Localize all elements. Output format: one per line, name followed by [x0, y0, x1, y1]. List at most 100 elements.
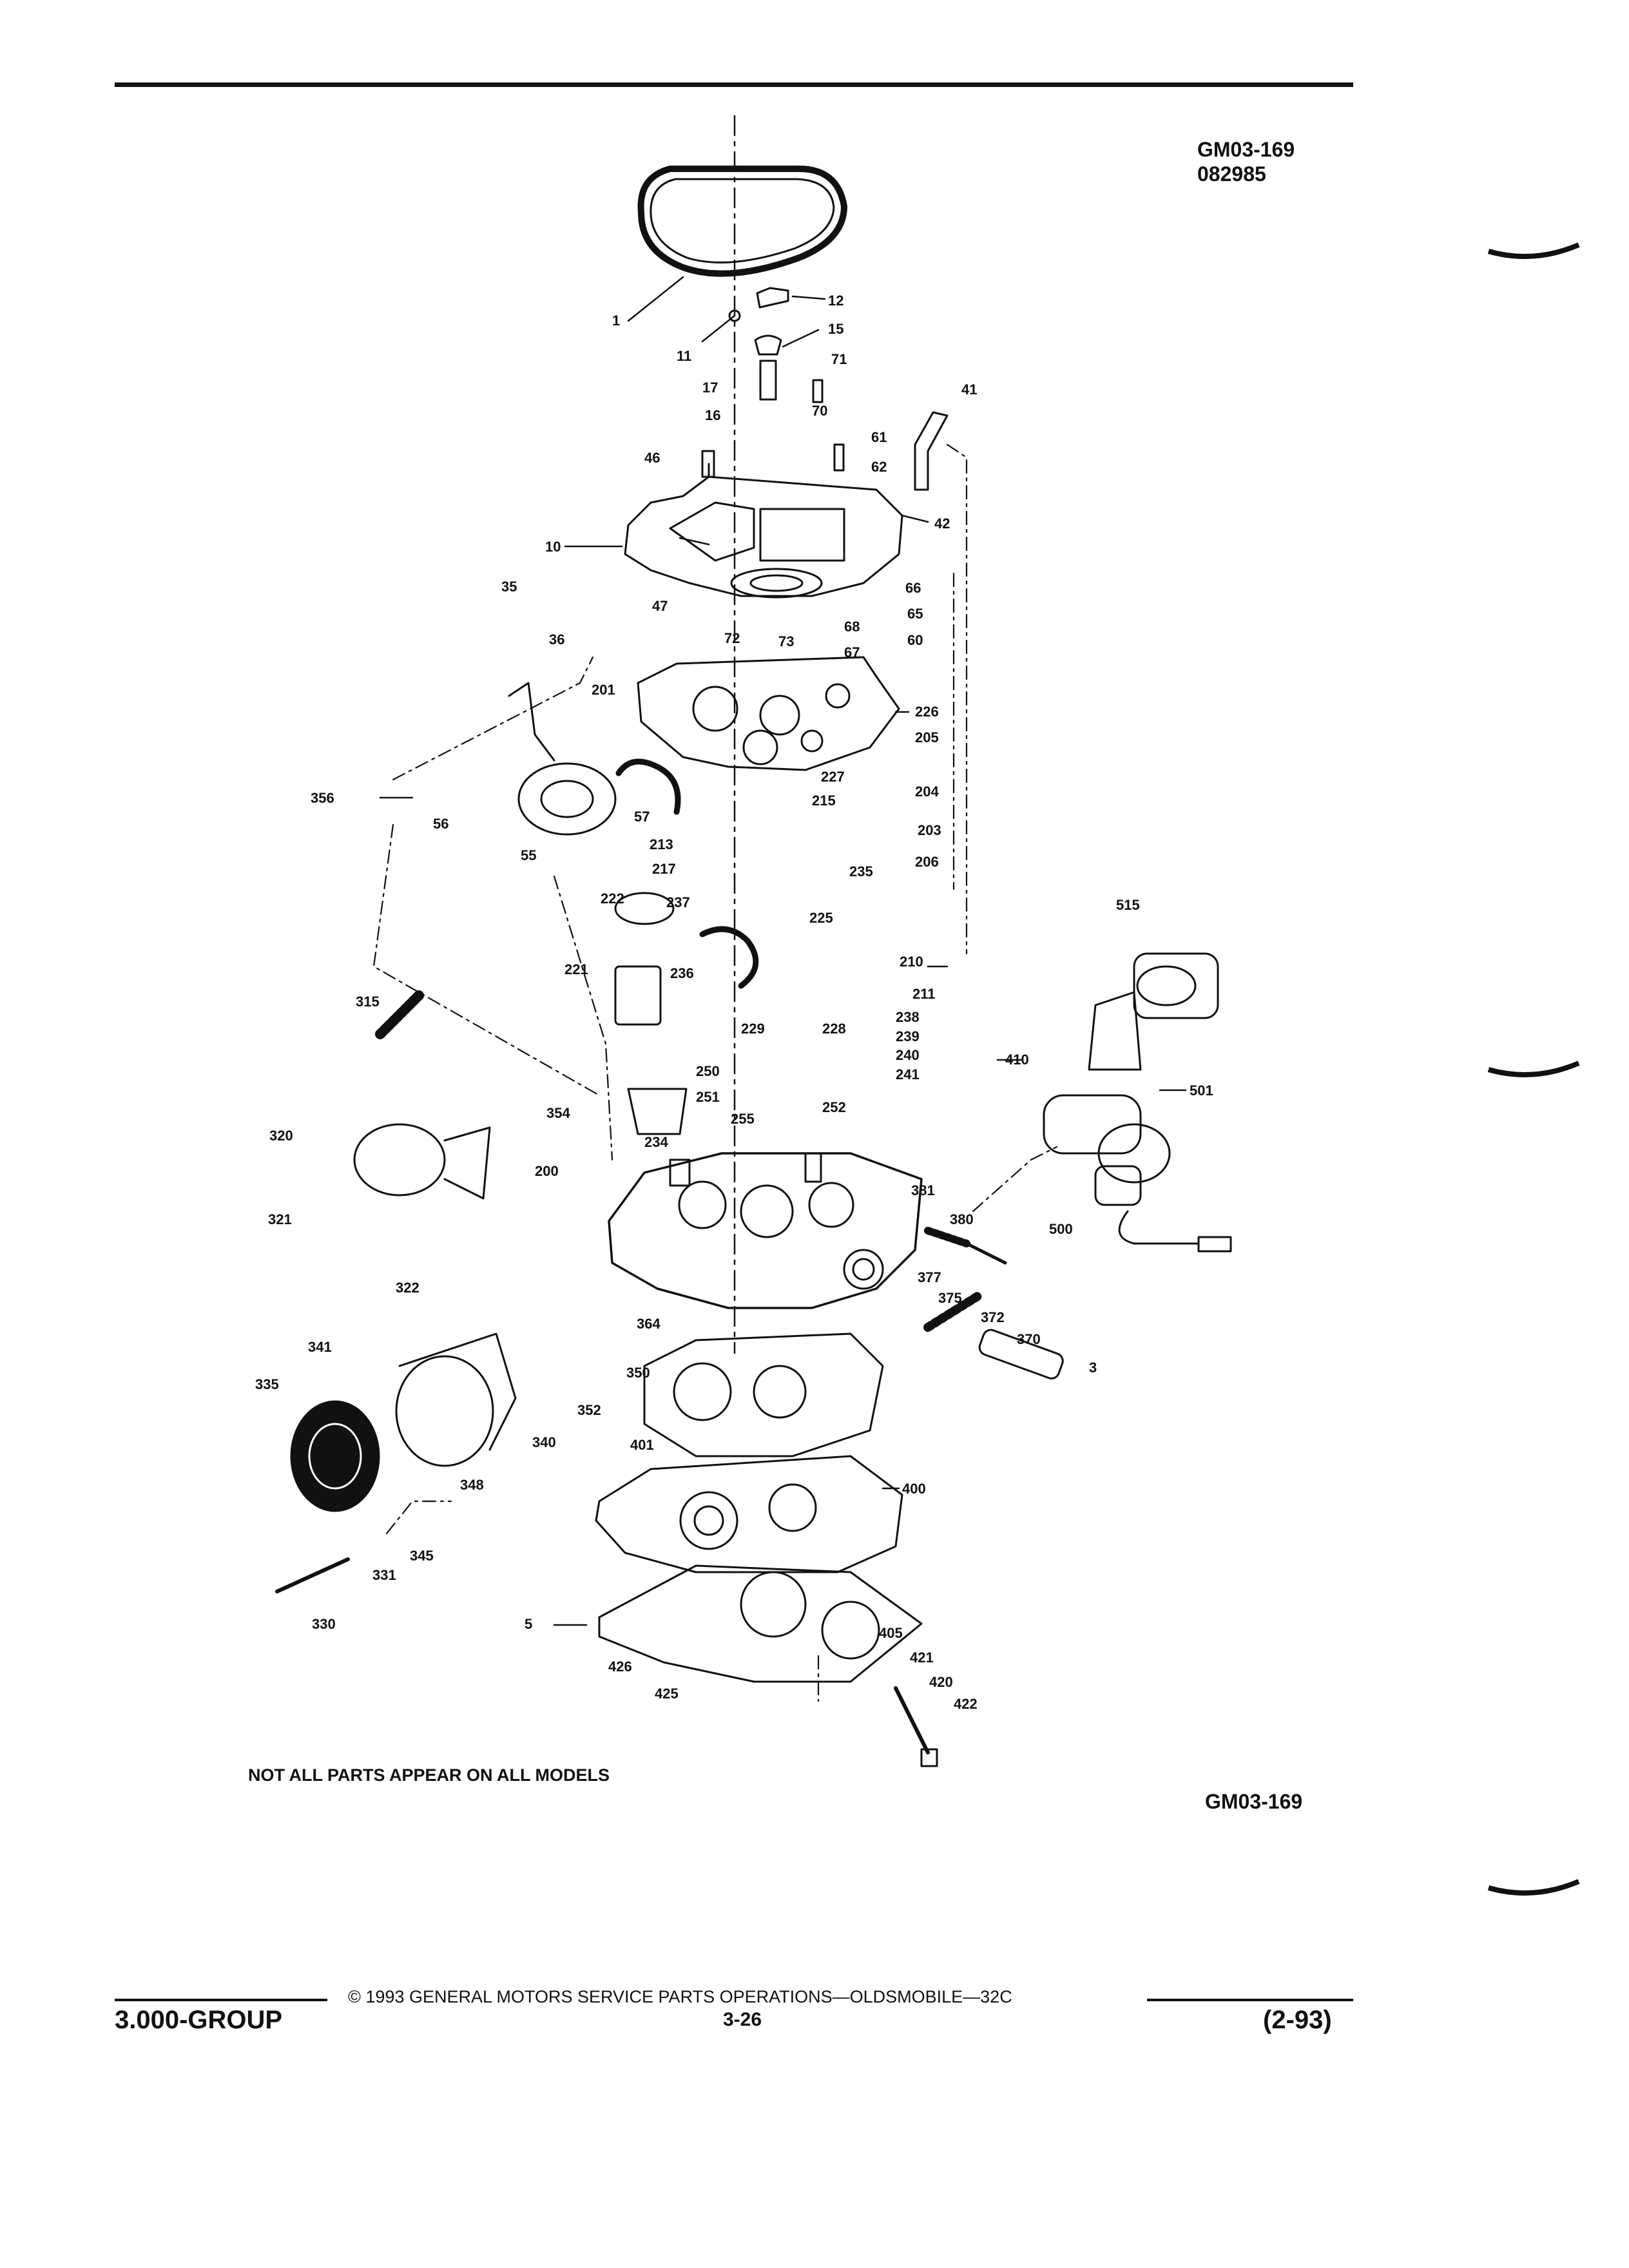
scan-mark-icon [1487, 1879, 1580, 1896]
callout-label: 410 [1005, 1052, 1029, 1068]
callout-label: 62 [871, 459, 887, 475]
callout-label: 61 [871, 429, 887, 445]
callout-label: 335 [255, 1376, 279, 1392]
callout-label: 65 [907, 606, 923, 622]
figure-date-code: 082985 [1197, 162, 1266, 186]
callout-label: 341 [308, 1339, 332, 1355]
callout-label: 17 [702, 380, 718, 396]
callout-label: 70 [812, 403, 827, 419]
callout-label: 322 [396, 1280, 419, 1296]
footer-rule-right [1147, 1999, 1353, 2001]
callout-label: 16 [705, 407, 720, 423]
models-footnote: NOT ALL PARTS APPEAR ON ALL MODELS [248, 1765, 610, 1785]
callout-label: 234 [644, 1134, 668, 1150]
callout-label: 215 [812, 793, 836, 809]
callout-label: 515 [1116, 897, 1140, 913]
callout-label: 36 [549, 631, 564, 648]
callout-label: 226 [915, 704, 939, 720]
callout-label: 12 [828, 293, 843, 309]
callout-label: 400 [902, 1481, 926, 1497]
figure-code: GM03-169 [1197, 138, 1295, 161]
callout-label: 66 [905, 580, 921, 596]
callout-label: 210 [900, 954, 923, 970]
callout-label: 250 [696, 1063, 720, 1079]
callout-label: 73 [778, 633, 794, 649]
callout-label: 345 [410, 1548, 434, 1564]
callout-label: 10 [545, 539, 561, 555]
callout-label: 60 [907, 632, 923, 648]
callout-labels: 1 12 11 15 71 17 16 70 61 62 46 41 42 10… [255, 293, 1213, 1712]
footer-revision-date: (2-93) [1263, 2006, 1332, 2034]
callout-label: 68 [844, 619, 860, 635]
footer-copyright: © 1993 GENERAL MOTORS SERVICE PARTS OPER… [348, 1987, 1012, 2006]
footer-group: 3.000-GROUP [115, 2006, 283, 2034]
footer-page-number: 3-26 [723, 2009, 762, 2030]
callout-label: 41 [961, 381, 977, 398]
callout-label: 201 [592, 682, 615, 698]
callout-label: 55 [521, 847, 536, 863]
callout-label: 251 [696, 1089, 720, 1105]
callout-label: 352 [577, 1402, 601, 1418]
callout-label: 340 [532, 1434, 556, 1450]
callout-label: 46 [644, 450, 660, 466]
callout-label: 5 [525, 1616, 532, 1632]
callout-label: 372 [981, 1309, 1005, 1325]
callout-label: 381 [911, 1182, 935, 1198]
scan-mark-icon [1487, 242, 1580, 259]
callout-label: 420 [929, 1674, 953, 1690]
callout-label: 217 [652, 861, 676, 877]
callout-label: 42 [934, 515, 950, 532]
callout-label: 229 [741, 1021, 765, 1037]
callout-label: 227 [821, 769, 845, 785]
callout-label: 225 [809, 910, 833, 926]
callout-label: 370 [1017, 1331, 1041, 1347]
callout-label: 200 [535, 1163, 559, 1179]
callout-label: 354 [546, 1105, 570, 1121]
callout-label: 425 [655, 1686, 679, 1702]
callout-label: 11 [677, 348, 691, 364]
callout-label: 500 [1049, 1221, 1073, 1237]
callout-label: 405 [879, 1625, 903, 1641]
callout-label: 206 [915, 854, 939, 870]
callout-label: 348 [460, 1477, 484, 1493]
callout-label: 380 [950, 1211, 974, 1227]
callout-label: 204 [915, 783, 939, 800]
callout-label: 239 [896, 1028, 920, 1044]
callout-label: 350 [626, 1365, 650, 1381]
callout-label: 320 [269, 1128, 293, 1144]
callout-label: 71 [831, 351, 847, 367]
footer-rule-left [115, 1999, 327, 2001]
callout-label: 228 [822, 1021, 846, 1037]
scan-mark-icon [1487, 1061, 1580, 1077]
callout-label: 375 [938, 1290, 962, 1306]
callout-label: 3 [1089, 1360, 1097, 1376]
callout-label: 238 [896, 1009, 920, 1025]
callout-label: 57 [634, 809, 650, 825]
callout-label: 364 [637, 1316, 660, 1332]
callout-label: 72 [724, 630, 740, 646]
callout-label: 203 [918, 822, 941, 838]
callout-label: 255 [731, 1111, 755, 1127]
callout-label: 377 [918, 1269, 941, 1285]
callout-label: 422 [954, 1696, 978, 1712]
callout-label: 15 [828, 321, 843, 337]
callout-label: 252 [822, 1099, 846, 1115]
callout-label: 222 [601, 890, 624, 907]
header-rule [115, 82, 1353, 87]
callout-label: 401 [630, 1437, 654, 1453]
callout-label: 426 [608, 1658, 632, 1675]
callout-label: 67 [844, 644, 860, 660]
callout-label: 331 [372, 1567, 396, 1583]
callout-label: 237 [666, 894, 690, 910]
callout-label: 56 [433, 816, 448, 832]
callout-label: 240 [896, 1047, 920, 1063]
callout-label: 205 [915, 729, 939, 745]
callout-label: 213 [650, 836, 673, 852]
callout-label: 330 [312, 1616, 336, 1632]
callout-label: 321 [268, 1211, 292, 1227]
callout-label: 35 [501, 579, 517, 595]
callout-label: 235 [849, 863, 873, 879]
callout-label: 356 [311, 790, 334, 806]
callout-label: 241 [896, 1066, 920, 1082]
